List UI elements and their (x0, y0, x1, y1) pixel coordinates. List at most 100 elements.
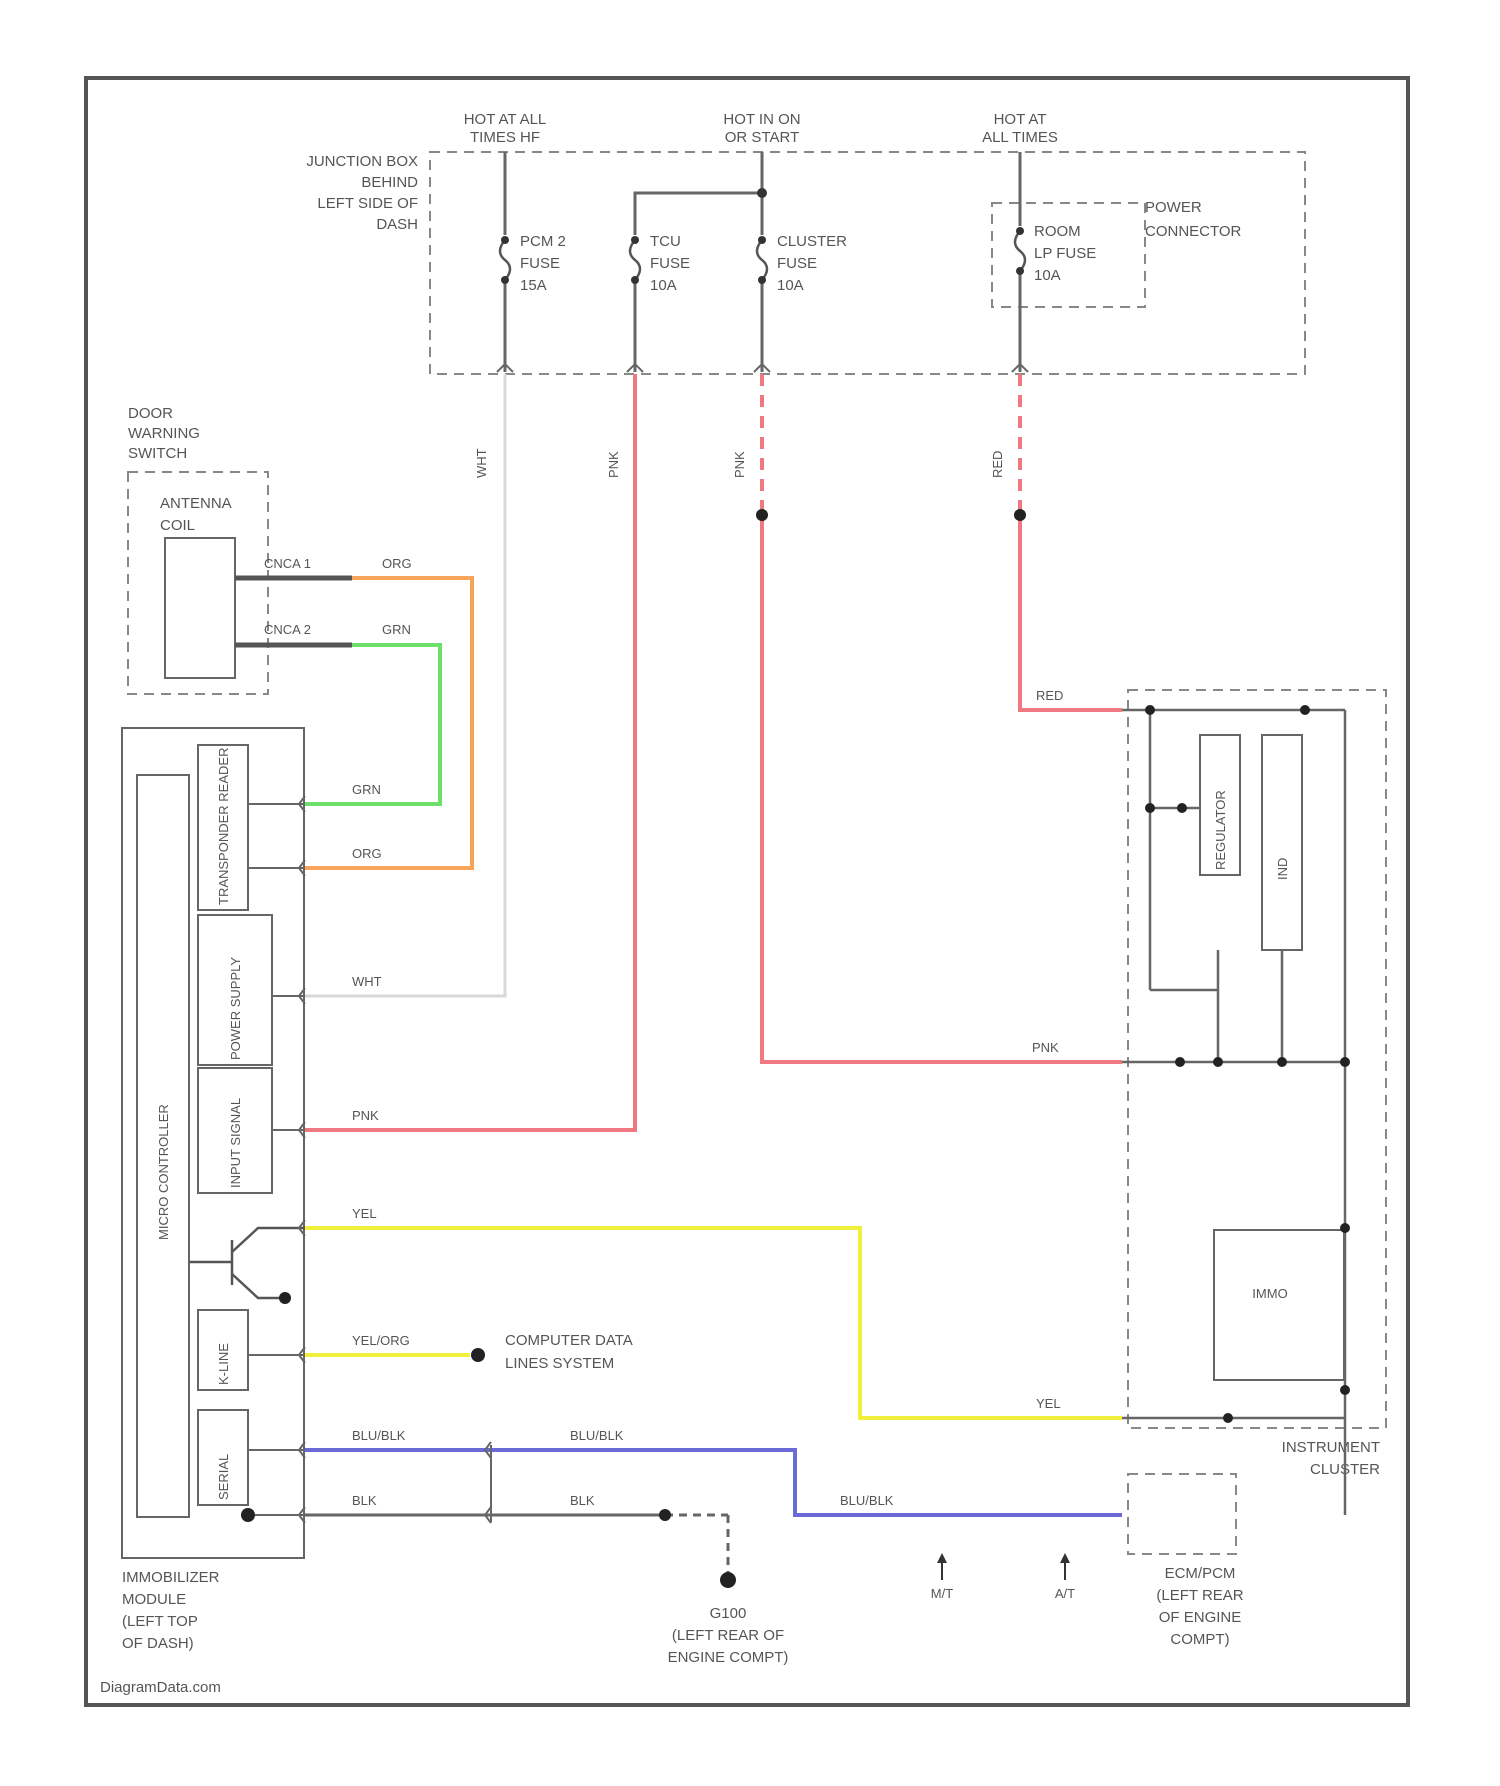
junction-box-label: JUNCTION BOX BEHIND LEFT SIDE OF DASH (306, 153, 418, 233)
svg-text:BLU/BLK: BLU/BLK (352, 1428, 406, 1443)
regulator-label: REGULATOR (1213, 790, 1228, 870)
svg-text:YEL: YEL (352, 1206, 377, 1221)
fuse-pcm2: PCM 2 FUSE 15A (498, 233, 566, 294)
svg-text:TCU: TCU (650, 233, 681, 250)
antenna-coil (165, 538, 235, 678)
module-pin-labels: GRN ORG WHT PNK YEL YEL/ORG BLU/BLK BLK (352, 782, 410, 1508)
svg-text:YEL/ORG: YEL/ORG (352, 1333, 410, 1348)
wire-label-blu-blk-2: BLU/BLK (570, 1428, 624, 1443)
svg-text:ROOM: ROOM (1034, 223, 1081, 240)
source-2-line2: OR START (725, 129, 799, 146)
transistor-symbol (189, 1228, 305, 1298)
source-2-line1: HOT IN ON (723, 111, 800, 128)
wire-red (1020, 515, 1122, 710)
svg-text:WARNING: WARNING (128, 425, 200, 442)
svg-text:ANTENNA: ANTENNA (160, 495, 232, 512)
svg-text:10A: 10A (1034, 267, 1061, 284)
svg-text:(LEFT TOP: (LEFT TOP (122, 1613, 198, 1630)
svg-text:LP FUSE: LP FUSE (1034, 245, 1096, 262)
ground-label: G100 (LEFT REAR OF ENGINE COMPT) (668, 1605, 789, 1666)
source-1-line1: HOT AT ALL (464, 111, 547, 128)
splice-dot-red (1014, 509, 1026, 521)
svg-text:IMMOBILIZER: IMMOBILIZER (122, 1569, 220, 1586)
svg-text:CLUSTER: CLUSTER (777, 233, 847, 250)
watermark: DiagramData.com (100, 1679, 221, 1696)
diagram-frame (86, 78, 1408, 1705)
power-supply-label: POWER SUPPLY (228, 957, 243, 1060)
cluster-internal-wiring (1122, 710, 1345, 1515)
svg-text:10A: 10A (777, 277, 804, 294)
svg-text:FUSE: FUSE (650, 255, 690, 272)
svg-text:FUSE: FUSE (777, 255, 817, 272)
svg-text:CONNECTOR: CONNECTOR (1145, 223, 1242, 240)
ecm-pin-mt: M/T (931, 1586, 953, 1601)
svg-text:LEFT SIDE OF: LEFT SIDE OF (317, 195, 418, 212)
immo-block (1214, 1230, 1344, 1380)
svg-text:MODULE: MODULE (122, 1591, 186, 1608)
module-ground-dot (241, 1508, 255, 1522)
svg-text:SWITCH: SWITCH (128, 445, 187, 462)
svg-text:GRN: GRN (352, 782, 381, 797)
wire-label-pnk-2: PNK (732, 451, 747, 478)
svg-text:OF DASH): OF DASH) (122, 1635, 194, 1652)
serial-label: SERIAL (216, 1454, 231, 1500)
svg-text:10A: 10A (650, 277, 677, 294)
ind-label: IND (1275, 858, 1290, 880)
svg-text:OF ENGINE: OF ENGINE (1159, 1609, 1242, 1626)
transistor-ground-dot (279, 1292, 291, 1304)
cluster-wire-red: RED (1036, 688, 1063, 703)
wire-label-org-top: ORG (382, 556, 412, 571)
svg-text:WHT: WHT (352, 974, 382, 989)
svg-text:BEHIND: BEHIND (361, 174, 418, 191)
micro-controller-label: MICRO CONTROLLER (156, 1104, 171, 1240)
fuse-tcu: TCU FUSE 10A (628, 233, 690, 294)
svg-text:PCM 2: PCM 2 (520, 233, 566, 250)
source-1-line2: TIMES HF (470, 129, 540, 146)
source-3-line1: HOT AT (994, 111, 1047, 128)
source-3-line2: ALL TIMES (982, 129, 1058, 146)
junction-box (430, 152, 1305, 374)
inline-connectors (485, 1442, 491, 1523)
svg-text:ECM/PCM: ECM/PCM (1165, 1565, 1236, 1582)
wire-label-grn-top: GRN (382, 622, 411, 637)
fuse-room-lp: ROOM LP FUSE 10A (1013, 223, 1096, 284)
svg-text:FUSE: FUSE (520, 255, 560, 272)
svg-text:ORG: ORG (352, 846, 382, 861)
svg-text:(LEFT REAR: (LEFT REAR (1156, 1587, 1243, 1604)
data-lines-label: COMPUTER DATA LINES SYSTEM (505, 1332, 633, 1372)
ind-block (1262, 735, 1302, 950)
svg-text:POWER: POWER (1145, 199, 1202, 216)
splice-dot-pnk (756, 509, 768, 521)
splice-dot (757, 188, 767, 198)
svg-text:(LEFT REAR OF: (LEFT REAR OF (672, 1627, 784, 1644)
transmission-arrows (937, 1553, 1070, 1580)
svg-text:COMPT): COMPT) (1170, 1631, 1229, 1648)
svg-text:DOOR: DOOR (128, 405, 173, 422)
wire-yel (305, 1228, 1122, 1418)
svg-text:ENGINE COMPT): ENGINE COMPT) (668, 1649, 789, 1666)
svg-text:BLK: BLK (352, 1493, 377, 1508)
svg-text:DASH: DASH (376, 216, 418, 233)
wire-label-blu-blk-3: BLU/BLK (840, 1493, 894, 1508)
immo-label: IMMO (1252, 1286, 1287, 1301)
svg-text:15A: 15A (520, 277, 547, 294)
ecm-pcm-label: ECM/PCM (LEFT REAR OF ENGINE COMPT) (1156, 1565, 1243, 1648)
module-label: IMMOBILIZER MODULE (LEFT TOP OF DASH) (122, 1569, 220, 1652)
svg-text:PNK: PNK (352, 1108, 379, 1123)
svg-text:INSTRUMENT: INSTRUMENT (1282, 1439, 1380, 1456)
svg-text:LINES SYSTEM: LINES SYSTEM (505, 1355, 614, 1372)
power-source-labels: HOT AT ALL TIMES HF HOT IN ON OR START H… (464, 111, 1058, 146)
ecm-pcm-box (1128, 1474, 1236, 1554)
wire-label-blk-2: BLK (570, 1493, 595, 1508)
ecm-pin-at: A/T (1055, 1586, 1075, 1601)
wire-blu-blk (305, 1450, 1122, 1515)
module-internal-leads (248, 804, 305, 1515)
wire-label-red: RED (990, 451, 1005, 478)
svg-text:JUNCTION BOX: JUNCTION BOX (306, 153, 418, 170)
svg-text:COIL: COIL (160, 517, 195, 534)
k-line-label: K-LINE (216, 1343, 231, 1385)
pin-cnca-2: CNCA 2 (264, 622, 311, 637)
svg-text:G100: G100 (710, 1605, 747, 1622)
cluster-label: INSTRUMENT CLUSTER (1282, 1439, 1380, 1478)
immobilizer-module (122, 728, 304, 1558)
